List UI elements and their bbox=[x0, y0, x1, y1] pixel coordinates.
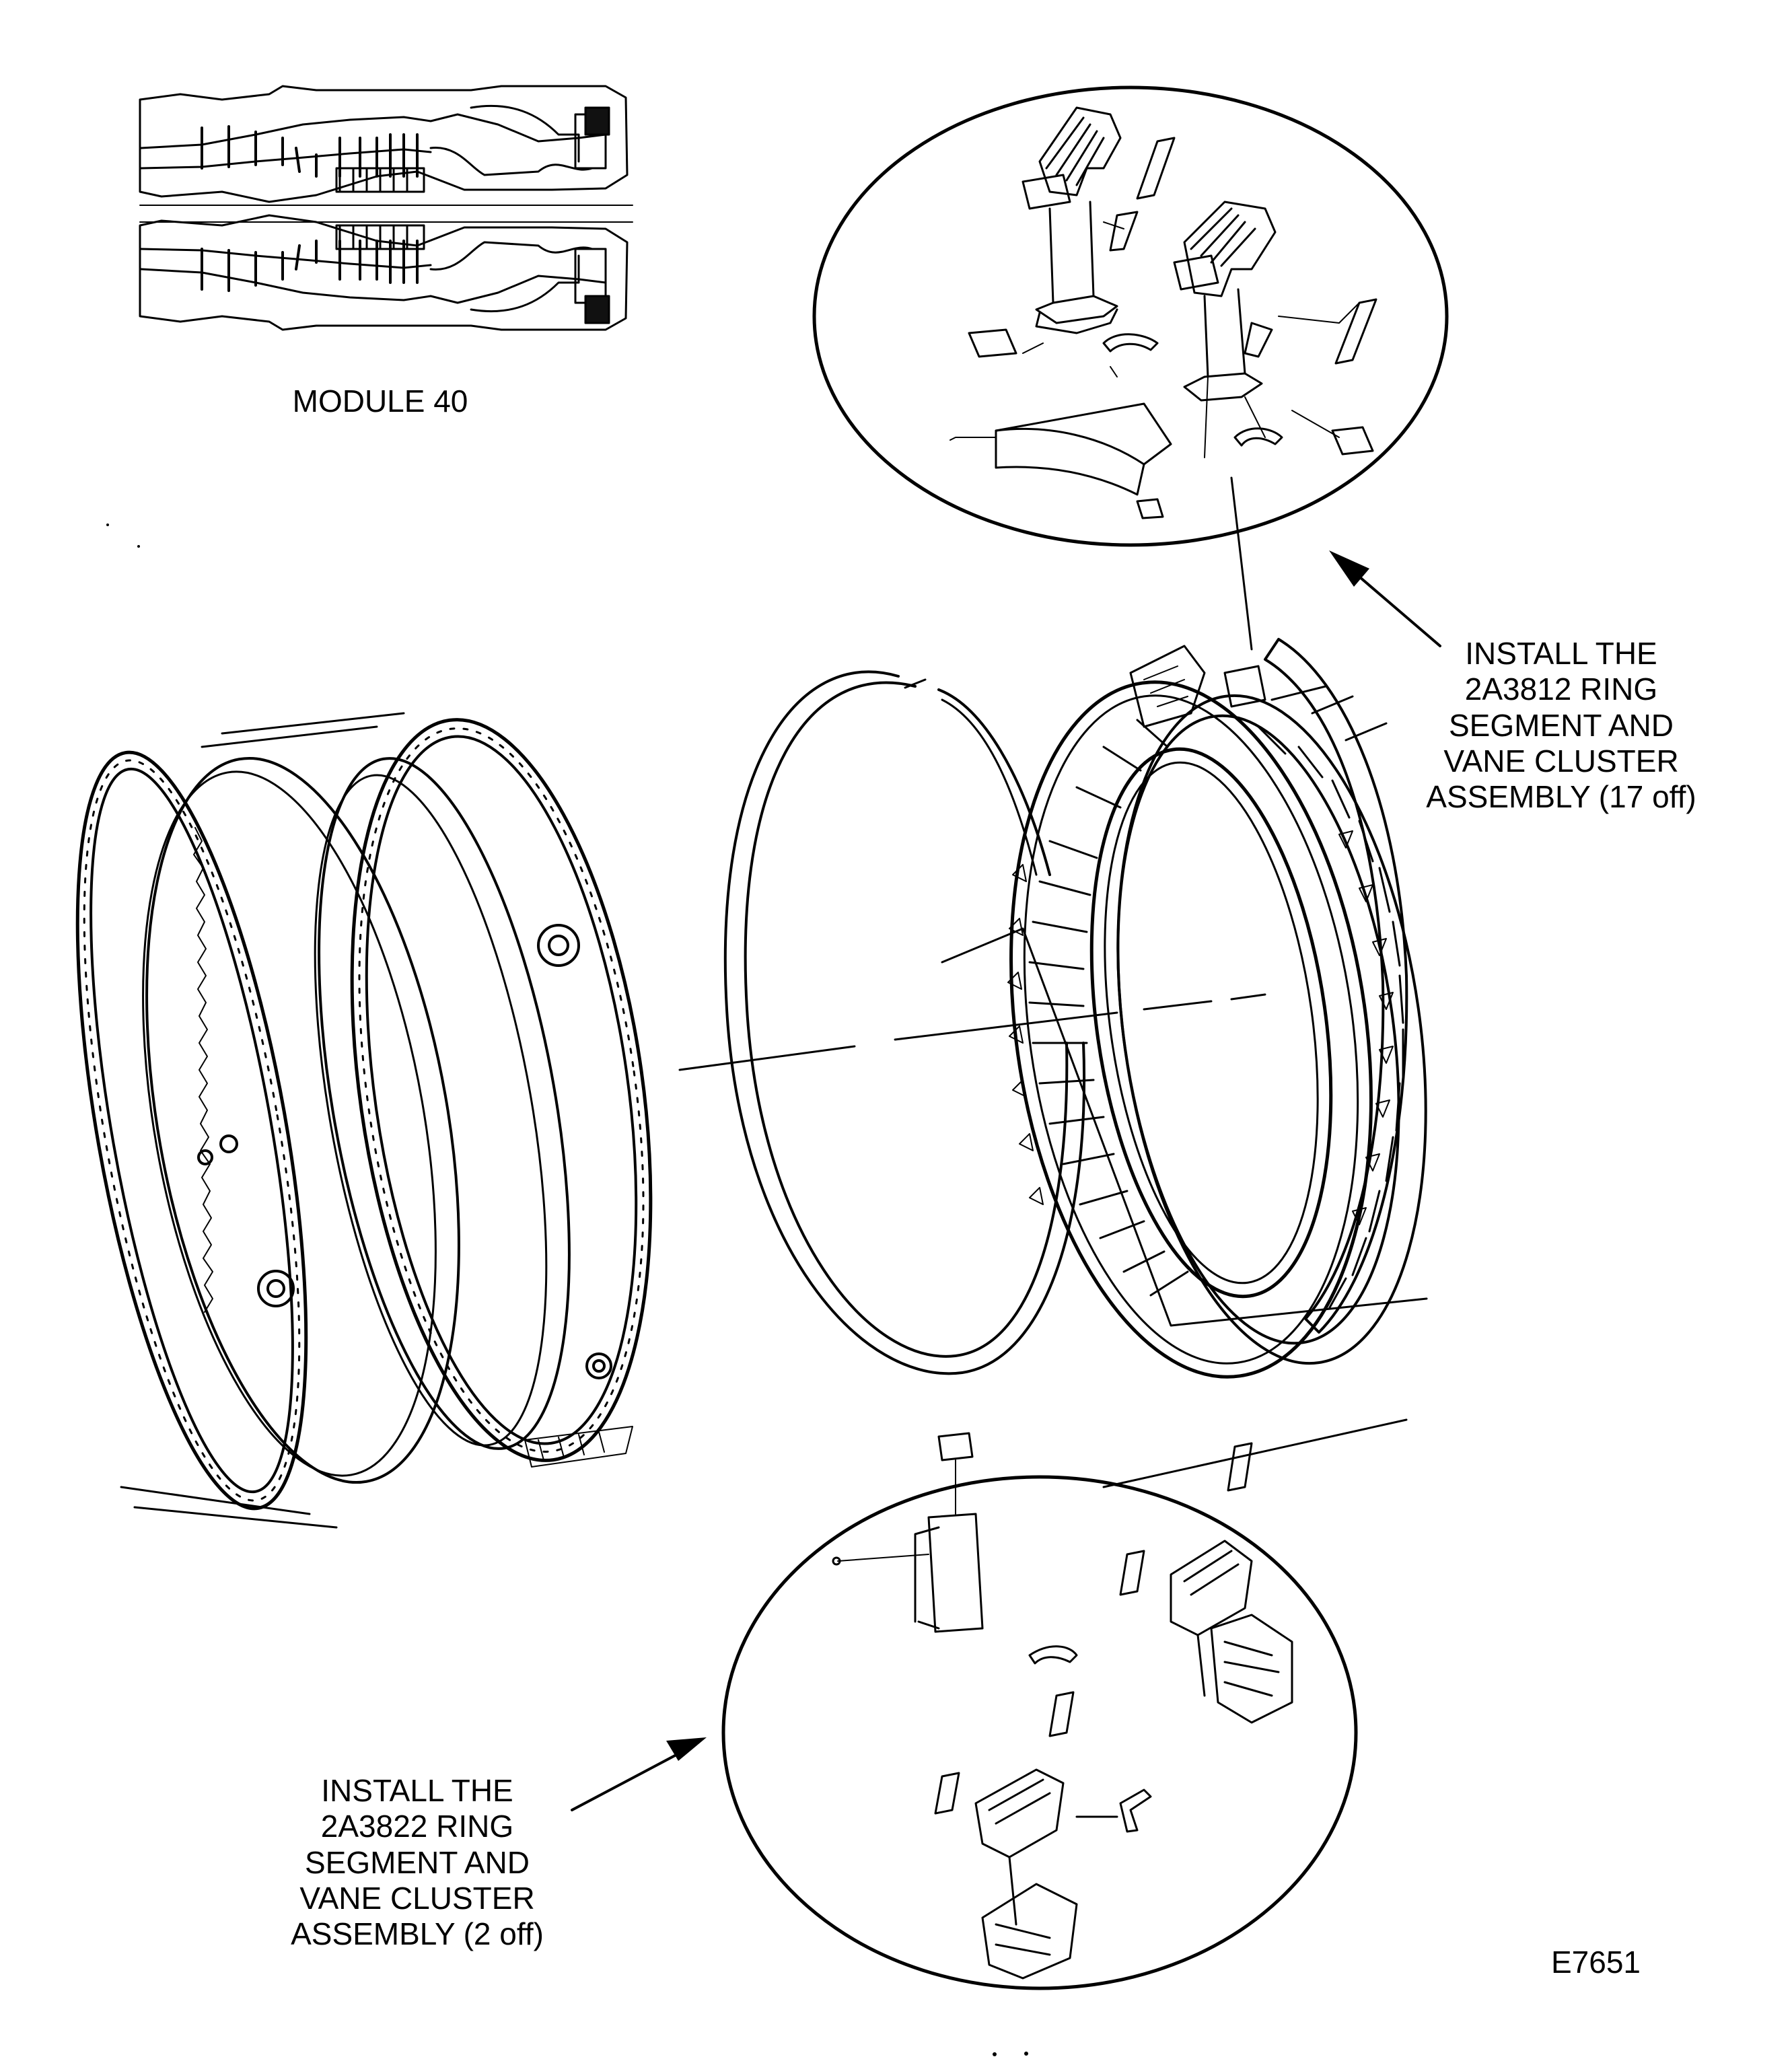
upper-detail-bubble bbox=[812, 85, 1449, 547]
ring-segment-lower bbox=[927, 1513, 984, 1633]
callout-line: VANE CLUSTER bbox=[1443, 744, 1679, 779]
callout-line: SEGMENT AND bbox=[305, 1844, 530, 1880]
seal-strip bbox=[1334, 298, 1377, 365]
upper-install-callout: INSTALL THE 2A3812 RING SEGMENT AND VANE… bbox=[1396, 636, 1726, 816]
outer-casing-ring bbox=[75, 712, 653, 1529]
detail-leader-lines bbox=[941, 476, 1428, 1488]
callout-line: ASSEMBLY (2 off) bbox=[291, 1916, 544, 1952]
detached-vane-segment bbox=[1264, 638, 1408, 1334]
seal-strip bbox=[1119, 1550, 1145, 1596]
retaining-clip bbox=[1028, 1645, 1078, 1665]
lower-install-callout: INSTALL THE 2A3822 RING SEGMENT AND VANE… bbox=[266, 1773, 569, 1953]
seal-plate bbox=[968, 328, 1017, 358]
casing-boss bbox=[197, 924, 612, 1379]
callout-line: 2A3822 RING bbox=[320, 1809, 514, 1844]
seal-plate bbox=[1331, 426, 1374, 456]
callout-line: INSTALL THE bbox=[321, 1773, 513, 1808]
seal-strip bbox=[1048, 1691, 1075, 1737]
retaining-clip bbox=[1244, 322, 1273, 358]
vane-cluster-lower-left bbox=[934, 1645, 1152, 1980]
seal-plate bbox=[1136, 498, 1164, 519]
retaining-clip bbox=[1119, 1788, 1152, 1833]
callout-line: INSTALL THE bbox=[1465, 636, 1657, 671]
lower-detail-bubble bbox=[721, 1432, 1358, 1990]
seal-strip bbox=[934, 1772, 960, 1815]
callout-line: ASSEMBLY (17 off) bbox=[1426, 779, 1696, 815]
vane-cluster-upper-right bbox=[1173, 201, 1277, 402]
vane-cluster-upper-left bbox=[1022, 106, 1122, 334]
seal-plate bbox=[937, 1432, 974, 1461]
module-label: MODULE 40 bbox=[292, 384, 468, 419]
vane-ring-assembly bbox=[1007, 638, 1427, 1379]
scan-specks bbox=[106, 523, 1028, 2056]
assembly-centerline bbox=[678, 993, 1266, 1071]
callout-line: VANE CLUSTER bbox=[299, 1881, 535, 1916]
figure-id: E7651 bbox=[1551, 1945, 1641, 1980]
lower-callout-arrow bbox=[571, 1737, 707, 1811]
engine-module-40-cross-section bbox=[139, 85, 633, 331]
callout-line: SEGMENT AND bbox=[1449, 707, 1674, 743]
vane-cluster-lower-right bbox=[1119, 1442, 1293, 1724]
locking-plate bbox=[1109, 211, 1139, 252]
retaining-clip bbox=[1102, 333, 1159, 353]
ring-segment-upper bbox=[995, 427, 1145, 496]
seal-strip bbox=[1136, 137, 1176, 200]
upper-callout-arrow bbox=[1329, 550, 1441, 647]
callout-line: 2A3812 RING bbox=[1464, 672, 1658, 707]
seal-strip bbox=[1227, 1442, 1253, 1492]
retaining-clip bbox=[1233, 427, 1283, 447]
